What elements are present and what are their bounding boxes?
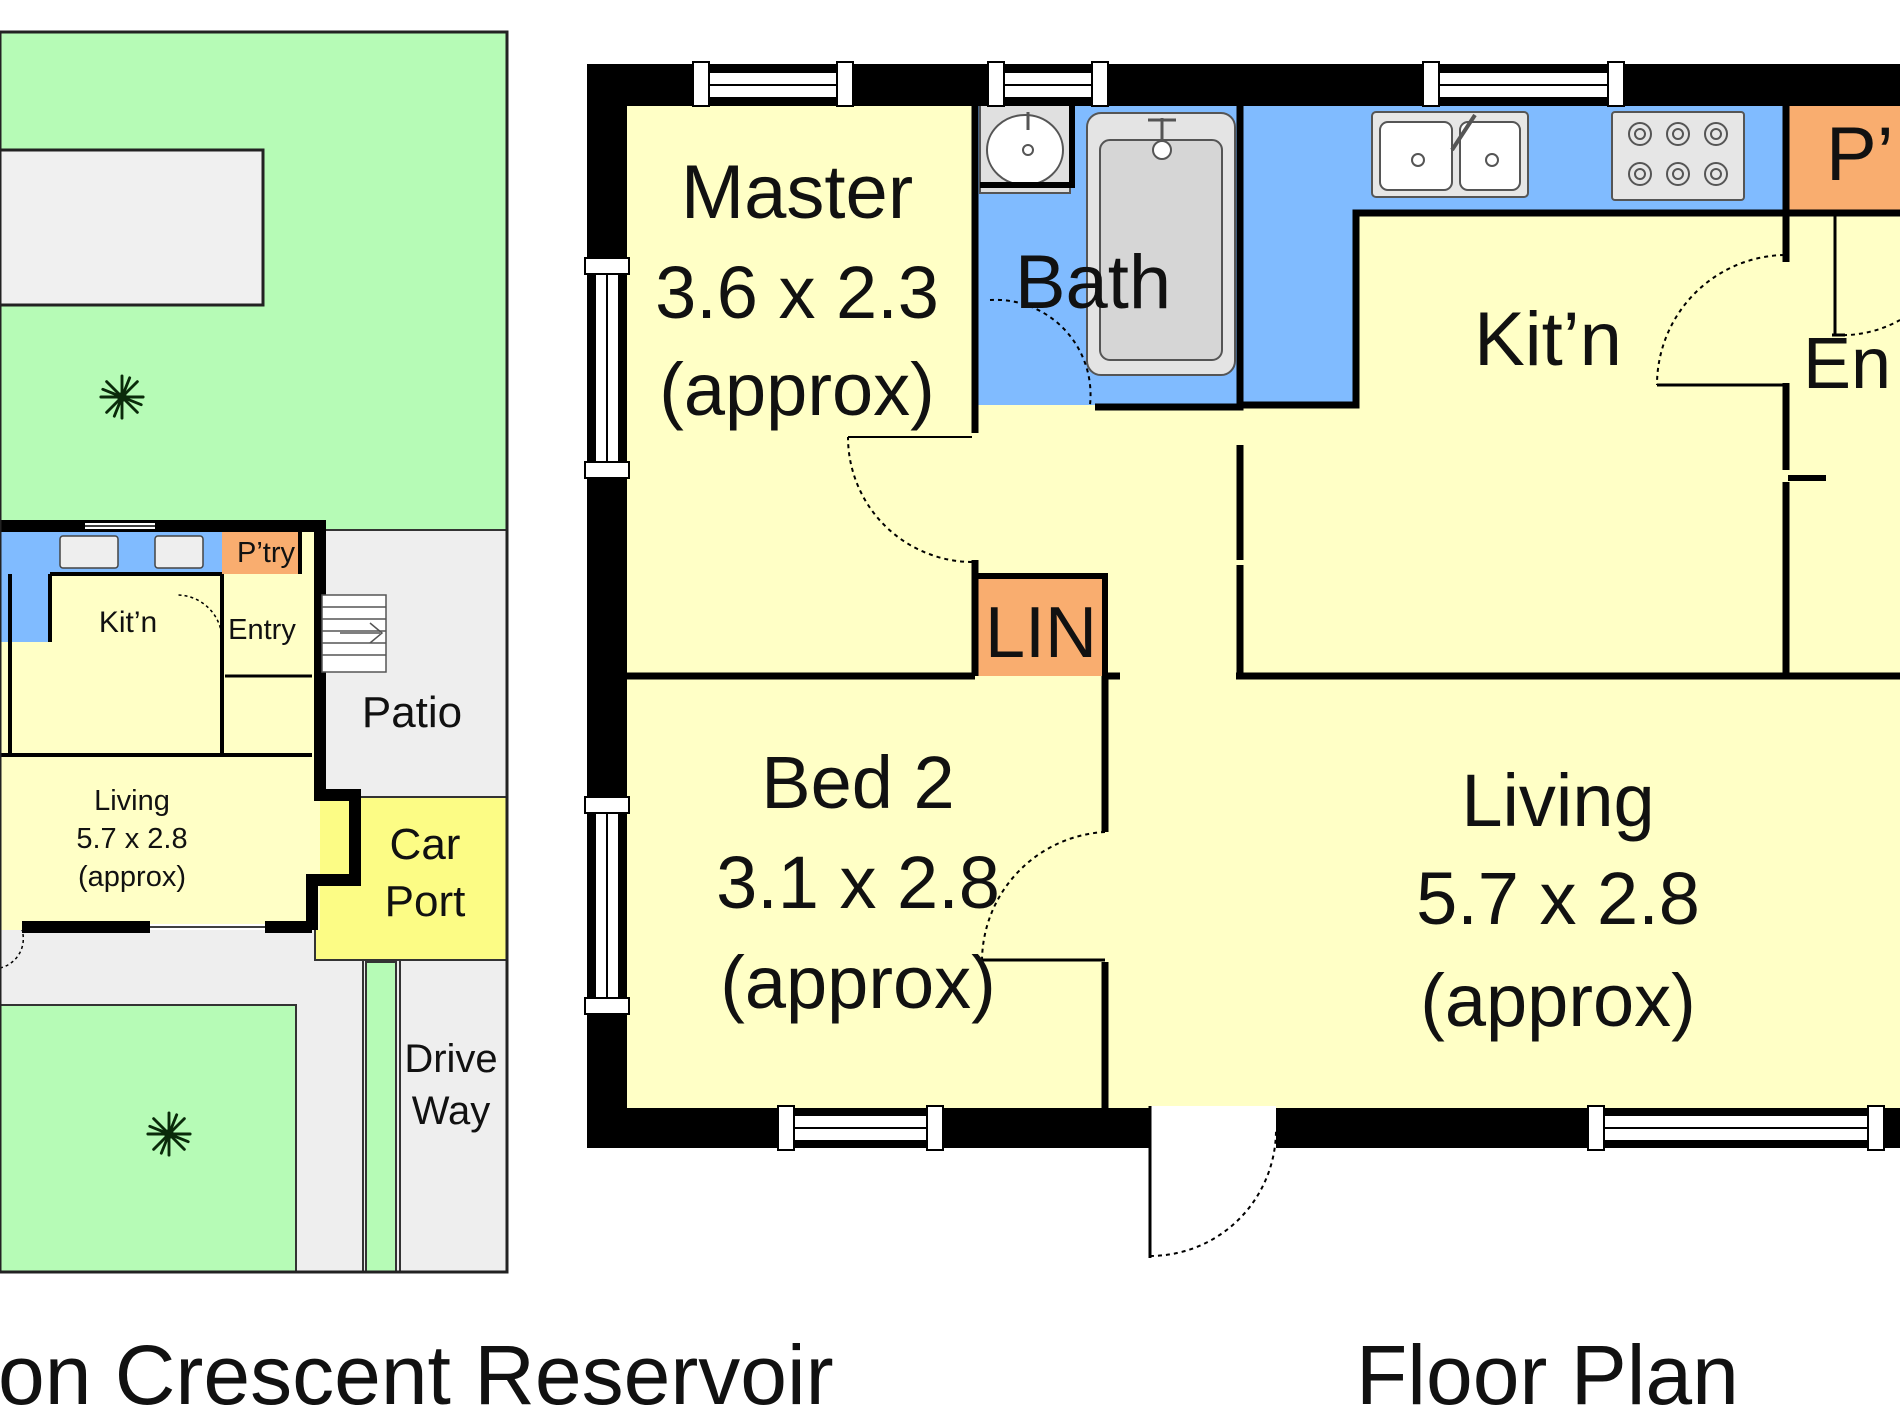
master-note: (approx) bbox=[659, 348, 935, 431]
palm-tree-icon bbox=[99, 374, 145, 420]
entry-label: En bbox=[1803, 324, 1891, 404]
shed bbox=[0, 148, 265, 307]
patio-label: Patio bbox=[362, 688, 462, 737]
living-size: 5.7 x 2.8 bbox=[1416, 857, 1700, 940]
windows bbox=[584, 61, 1885, 1151]
driveway-strip bbox=[365, 961, 397, 1273]
carport-label-line1: Car bbox=[390, 820, 461, 869]
site-kitchen-label: Kit’n bbox=[99, 606, 157, 639]
interior-walls bbox=[622, 106, 1900, 1108]
floor-plan-caption: Floor Plan bbox=[1356, 1328, 1739, 1422]
site-living-label: Living bbox=[94, 785, 170, 817]
site-plan bbox=[0, 30, 509, 1274]
sink-icon bbox=[59, 535, 119, 569]
site-entry-label: Entry bbox=[228, 614, 296, 646]
linen-label: LIN bbox=[985, 593, 1097, 673]
living-label: Living bbox=[1461, 759, 1654, 842]
front-door-opening bbox=[1150, 1106, 1276, 1150]
bed2-size: 3.1 x 2.8 bbox=[716, 841, 1000, 924]
kitchen-label: Kit’n bbox=[1474, 297, 1622, 382]
front-yard bbox=[0, 1004, 297, 1273]
site-pantry-label: P’try bbox=[237, 537, 296, 569]
palm-tree-icon bbox=[146, 1111, 192, 1157]
site-living-size: 5.7 x 2.8 bbox=[76, 823, 187, 855]
master-label: Master bbox=[681, 150, 913, 235]
pantry-label: P’ bbox=[1826, 112, 1894, 197]
stairs-icon bbox=[321, 594, 387, 673]
basin-icon bbox=[979, 104, 1071, 194]
bathtub-icon bbox=[1086, 112, 1236, 376]
bath-label: Bath bbox=[1015, 240, 1171, 325]
driveway-label-line1: Drive bbox=[404, 1037, 497, 1081]
master-size: 3.6 x 2.3 bbox=[655, 251, 939, 334]
carport-label-line2: Port bbox=[385, 877, 466, 926]
bed2-label: Bed 2 bbox=[761, 741, 954, 824]
site-living-note: (approx) bbox=[78, 861, 186, 893]
site-house bbox=[0, 526, 320, 930]
site-boundary bbox=[0, 30, 509, 1274]
double-sink-icon bbox=[1371, 111, 1529, 198]
floor-plan bbox=[584, 61, 1900, 1258]
door-swings bbox=[847, 254, 1900, 1257]
linen-cupboard bbox=[978, 576, 1105, 676]
driveway-label-line2: Way bbox=[412, 1089, 491, 1133]
bed2-note: (approx) bbox=[720, 941, 996, 1024]
stove-icon bbox=[154, 535, 204, 569]
living-note: (approx) bbox=[1420, 959, 1696, 1042]
address-caption: on Crescent Reservoir bbox=[0, 1328, 834, 1422]
cooktop-icon bbox=[1611, 111, 1745, 201]
site-pantry bbox=[222, 532, 300, 574]
